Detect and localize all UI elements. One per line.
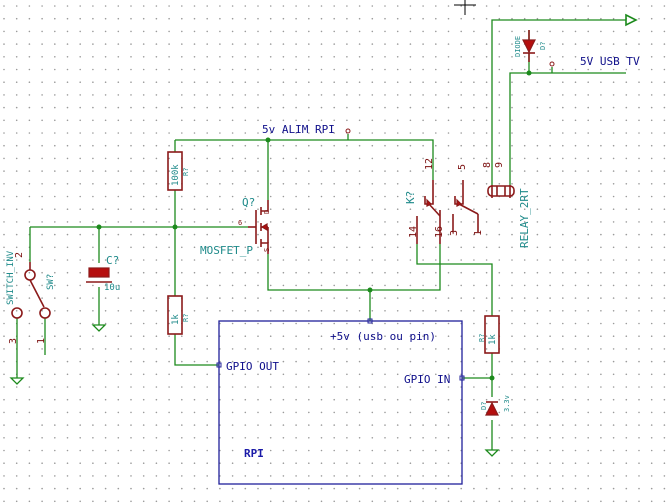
relay-pin-3: 3 [449,230,460,236]
net-label-usb-tv: 5V USB TV [580,55,640,68]
resistor-1k-led[interactable]: 1k R? [478,315,500,354]
relay-pin-16: 16 [434,226,445,238]
resistor-100k[interactable]: 100k R? [167,151,190,191]
relay-pin-12: 12 [424,158,435,170]
power-flags [345,13,638,134]
ground-symbols [9,324,500,457]
resistor-1k-gpio-ref: R? [182,314,190,322]
net-label-alim-rpi: 5v ALIM RPI [262,123,335,136]
relay-pin-8: 8 [482,162,493,168]
rpi-pin-gpio-in: GPIO IN [404,373,450,386]
switch-pin-1: 1 [36,338,47,344]
relay-pin-1: 1 [473,230,484,236]
mosfet-pin-s: S [263,248,271,252]
switch-value: SWITCH_INV [6,250,16,305]
led[interactable]: D? 3.3v [480,395,511,416]
diode-value: DIODE [514,36,522,57]
mosfet-pin-d: D [263,210,271,214]
mosfet-p[interactable]: Q? MOSFET_P 6 D S [200,196,271,257]
capacitor-ref: C? [106,254,119,267]
resistor-100k-value: 100k [171,164,181,186]
relay-2rt[interactable]: 12 5 8 9 14 16 3 1 K? RELAY_2RT [404,158,531,248]
switch-inv[interactable]: 2 3 1 SWITCH_INV SW? [6,250,56,344]
switch-pin-2: 2 [14,252,25,258]
relay-value: RELAY_2RT [518,188,531,248]
rpi-label: RPI [244,447,264,460]
crosshair-cursor [454,0,476,15]
capacitor-value: 10u [104,283,120,293]
relay-pin-9: 9 [494,162,505,168]
capacitor-10u[interactable]: C? 10u [86,254,120,293]
resistor-1k-gpio-value: 1k [171,314,181,325]
led-value: 3.3v [503,395,511,412]
switch-ref: SW? [46,274,56,290]
diode-ref: D? [539,42,547,50]
mosfet-pin-g: 6 [238,219,242,227]
switch-pin-3: 3 [8,338,19,344]
rpi-module[interactable] [216,318,465,485]
rpi-pin-plus5v: +5v (usb ou pin) [330,330,436,343]
relay-pin-14: 14 [408,226,419,238]
led-ref: D? [480,402,488,410]
grid-dots [3,5,666,503]
resistor-1k-led-value: 1k [488,334,498,345]
junctions [96,70,532,381]
rpi-pin-gpio-out: GPIO OUT [226,360,279,373]
diode[interactable]: DIODE D? [514,30,547,62]
mosfet-ref: Q? [242,196,255,209]
resistor-1k-gpio[interactable]: 1k R? [167,295,190,335]
resistor-100k-ref: R? [182,168,190,176]
wires [16,19,626,450]
resistor-1k-led-ref: R? [478,334,486,342]
relay-ref: K? [404,191,417,204]
relay-pin-5: 5 [457,164,468,170]
mosfet-value: MOSFET_P [200,244,253,257]
